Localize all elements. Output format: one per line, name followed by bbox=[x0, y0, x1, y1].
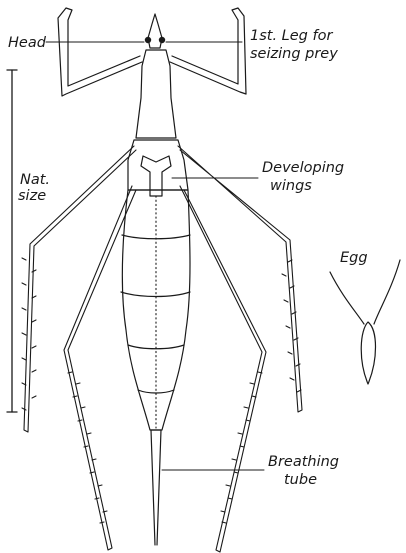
prothorax bbox=[136, 50, 176, 138]
natural-size-scale-bar bbox=[7, 70, 17, 412]
head bbox=[148, 14, 162, 48]
egg-filaments bbox=[330, 260, 400, 324]
egg-body bbox=[361, 322, 375, 384]
developing-wings-label-line2: wings bbox=[270, 178, 312, 194]
nat-size-label-line1: Nat. bbox=[20, 172, 50, 188]
leader-lines bbox=[46, 42, 264, 470]
right-front-leg bbox=[170, 8, 246, 94]
head-label: Head bbox=[8, 35, 47, 51]
left-front-leg bbox=[58, 8, 142, 96]
front-legs bbox=[58, 8, 246, 96]
developing-wings-label-line1: Developing bbox=[262, 160, 344, 176]
breathing-tube bbox=[151, 430, 161, 545]
breathing-tube-label-line1: Breathing bbox=[268, 454, 339, 470]
first-leg-label-line2: seizing prey bbox=[250, 46, 338, 62]
hind-legs bbox=[64, 186, 266, 552]
right-eye bbox=[159, 37, 165, 43]
egg-drawing bbox=[330, 260, 400, 384]
egg-label: Egg bbox=[340, 250, 368, 266]
breathing-tube-label-line2: tube bbox=[284, 472, 317, 488]
left-hind-leg bbox=[64, 186, 136, 550]
first-leg-label-line1: 1st. Leg for bbox=[250, 28, 333, 44]
nat-size-label-line2: size bbox=[18, 188, 46, 204]
left-eye bbox=[145, 37, 151, 43]
right-hind-leg bbox=[180, 186, 266, 552]
insect bbox=[121, 14, 190, 545]
